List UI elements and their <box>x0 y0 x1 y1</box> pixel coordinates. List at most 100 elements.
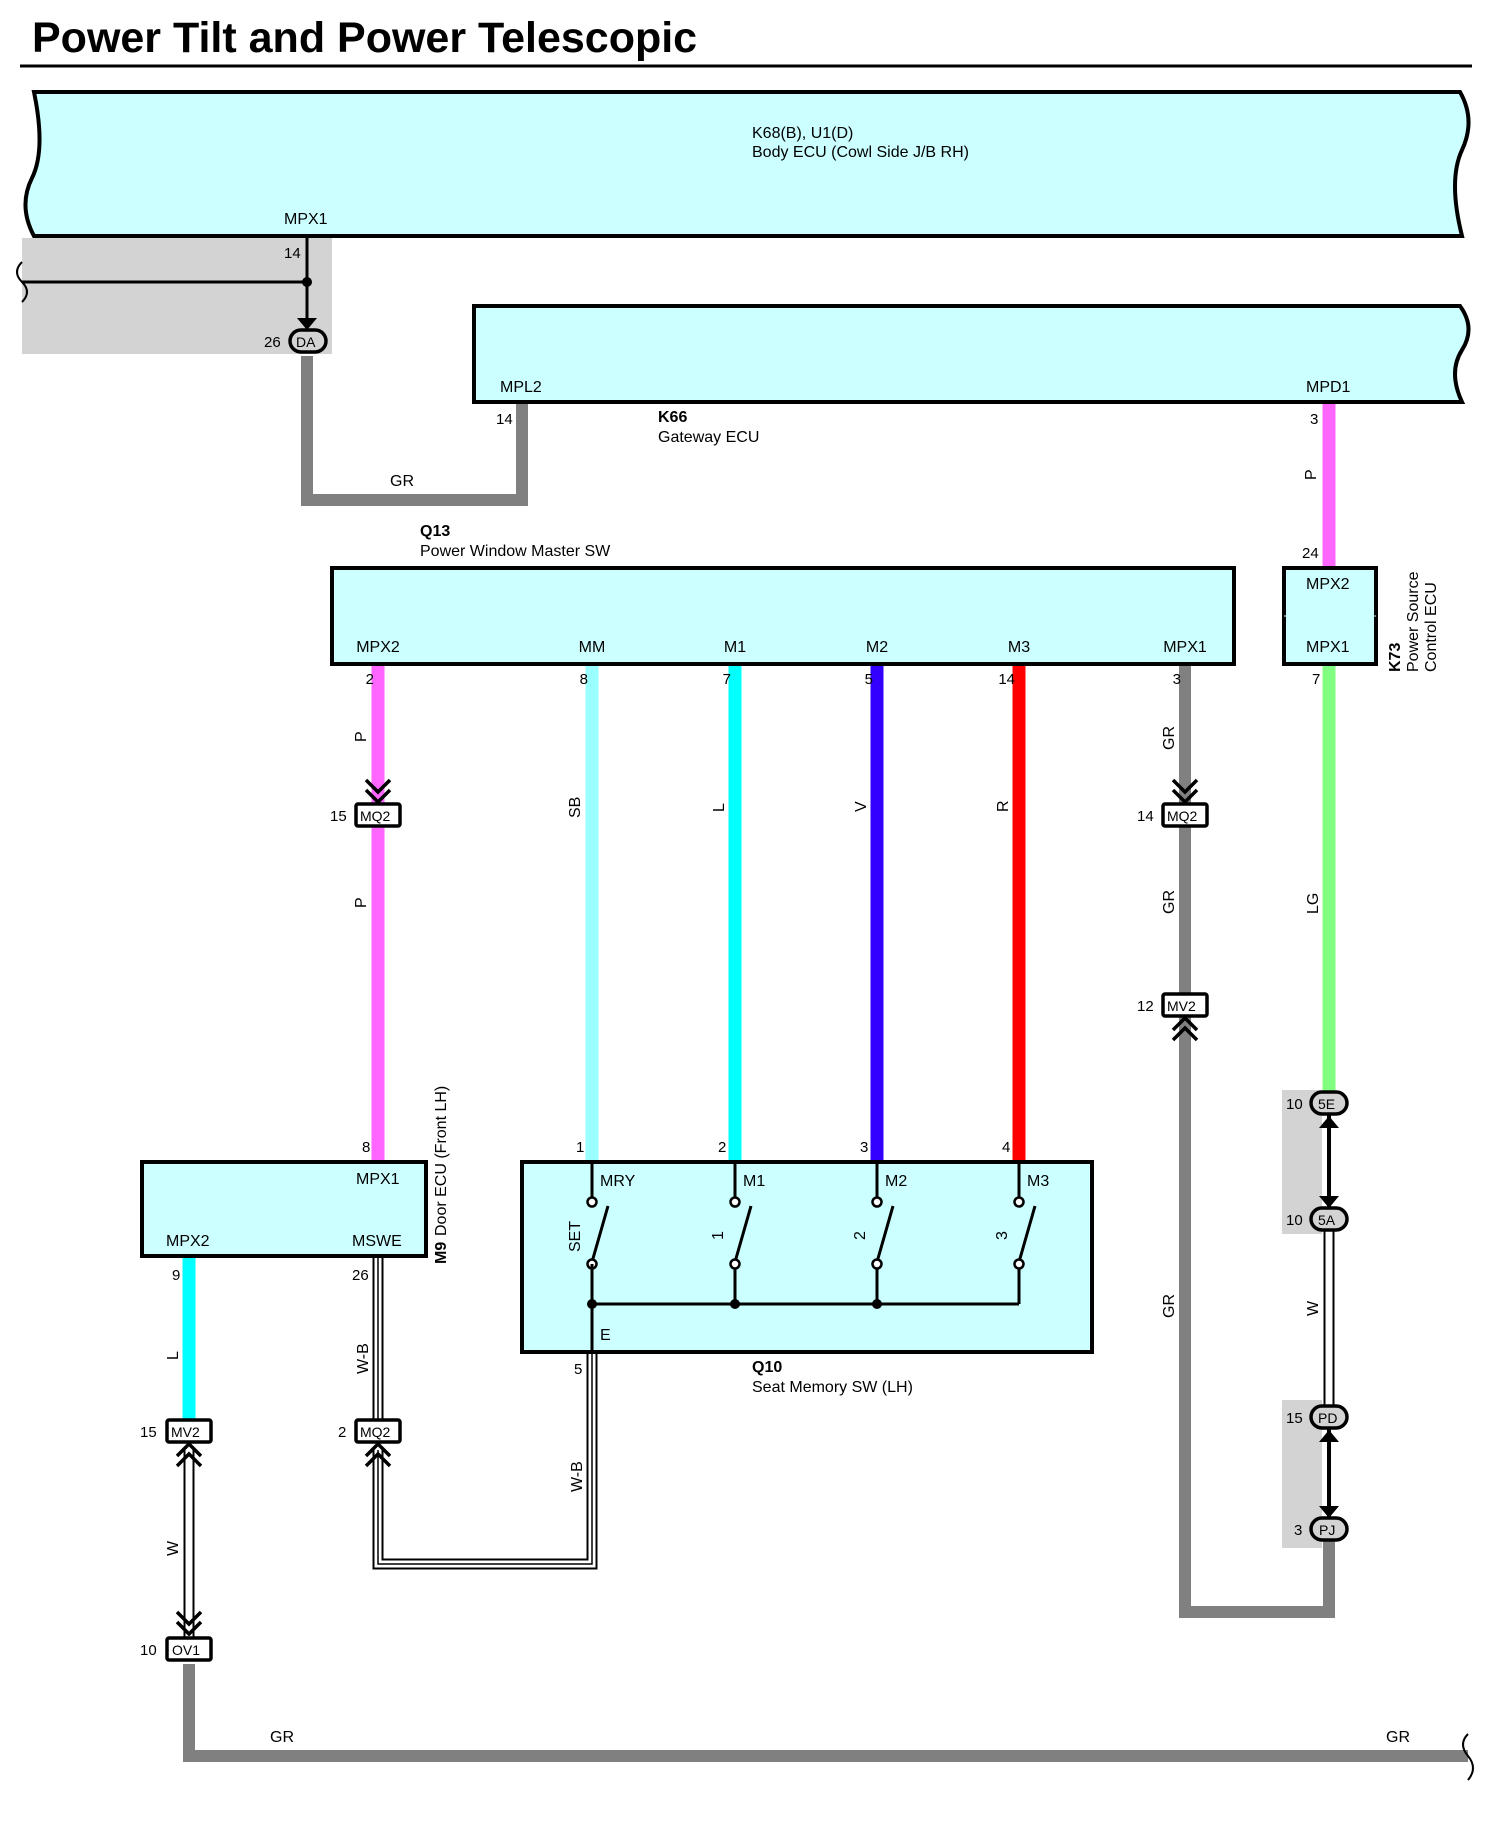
svg-text:OV1: OV1 <box>172 1642 200 1658</box>
svg-text:MV2: MV2 <box>171 1424 200 1440</box>
q10-contact-top-0 <box>586 1196 598 1208</box>
connector-ov1: OV1 10 <box>140 1610 213 1662</box>
k73-name-2: Control ECU <box>1423 582 1440 672</box>
svg-text:12: 12 <box>1137 998 1154 1015</box>
svg-text:2: 2 <box>338 1424 346 1441</box>
q10-pin-no-2: 2 <box>718 1139 726 1156</box>
q10-switch-label-3: 3 <box>994 1231 1011 1240</box>
body-ecu-pin-label: MPX1 <box>284 211 328 228</box>
k73-pin-bottom-no: 7 <box>1312 671 1320 688</box>
svg-text:5A: 5A <box>1318 1212 1336 1228</box>
wire-label-sb: SB <box>567 797 584 818</box>
q10-switch-blade-3 <box>1017 1205 1037 1263</box>
gateway-pin-mpl2: MPL2 <box>500 379 542 396</box>
connector-mv2-gr: MV2 12 <box>1137 992 1209 1042</box>
q13-pin-no-1: 8 <box>580 671 588 688</box>
page-title: Power Tilt and Power Telescopic <box>32 14 697 62</box>
q10-pin-label-3: M3 <box>1027 1173 1049 1190</box>
svg-text:PD: PD <box>1318 1410 1337 1426</box>
splice-point <box>302 277 312 287</box>
svg-text:15: 15 <box>330 808 347 825</box>
body-ecu-pin-no: 14 <box>284 245 301 262</box>
q13-pin-label-2: M1 <box>724 639 746 656</box>
q10-switch-blade-2 <box>875 1205 895 1263</box>
wire-label-v: V <box>853 801 870 812</box>
q10-pin-no-4: 4 <box>1002 1139 1010 1156</box>
connector-mv2-l: MV2 15 <box>140 1418 213 1468</box>
k73-pin-top: MPX2 <box>1306 576 1350 593</box>
q10-contact-top-3 <box>1013 1196 1025 1208</box>
m9-name: Door ECU (Front LH) <box>433 1086 450 1236</box>
body-ecu-box <box>23 90 1471 238</box>
wire-label-gr-1: GR <box>1161 726 1178 750</box>
m9-pin-mpx1: MPX1 <box>356 1171 400 1188</box>
wire-label-r: R <box>995 800 1012 812</box>
wire-label-p-2: P <box>353 897 370 908</box>
connector-5e: 5E 10 <box>1286 1090 1349 1128</box>
svg-text:PJ: PJ <box>1319 1522 1335 1538</box>
wire-label-l: L <box>711 803 728 812</box>
svg-text:10: 10 <box>1286 1096 1303 1113</box>
connector-mq2-p: MQ2 15 <box>330 778 402 828</box>
k73-label-group: K73 Power Source Control ECU <box>1387 571 1440 672</box>
wire-label-w-left: W <box>165 1540 182 1556</box>
svg-text:3: 3 <box>1294 1522 1302 1539</box>
q10-switch-label-1: 1 <box>710 1231 727 1240</box>
m9-pin-mswe-no: 26 <box>352 1267 369 1284</box>
q10-pin-label-2: M2 <box>885 1173 907 1190</box>
q10-contact-bottom-3 <box>1013 1258 1025 1270</box>
gateway-pin-mpd1: MPD1 <box>1306 379 1351 396</box>
q13-pin-no-3: 5 <box>865 671 873 688</box>
m9-pin-mswe: MSWE <box>352 1233 402 1250</box>
break-mark-right <box>1462 1733 1474 1781</box>
wire-label-wb-1: W-B <box>355 1343 372 1374</box>
wire-label-gr-top: GR <box>390 473 414 490</box>
wire-labels: GR P P P SB L V R GR GR GR LG W L W W-B … <box>165 469 1410 1746</box>
wire-wb-q10-outline <box>372 1350 598 1570</box>
wire-label-l-m9: L <box>165 1351 182 1360</box>
gateway-code: K66 <box>658 409 687 426</box>
q10-ground-no: 5 <box>574 1361 582 1378</box>
q10-contact-top-1 <box>729 1196 741 1208</box>
wire-label-wb-2: W-B <box>569 1461 586 1492</box>
svg-text:DA: DA <box>296 334 316 350</box>
svg-text:10: 10 <box>1286 1212 1303 1229</box>
wire-gr-ov1-ground <box>183 1664 1468 1762</box>
wire-label-p-1: P <box>353 731 370 742</box>
q10-pin-no-1: 1 <box>576 1139 584 1156</box>
m9-pin-mpx1-no: 8 <box>362 1139 370 1156</box>
wire-label-gr-bottom-left: GR <box>270 1729 294 1746</box>
q13-pin-no-0: 2 <box>366 671 374 688</box>
q13-pin-label-3: M2 <box>866 639 888 656</box>
m9-code: M9 <box>433 1242 450 1264</box>
wire-gr-mv2-pj <box>1179 1030 1335 1618</box>
wire-label-p-gateway: P <box>1303 469 1320 480</box>
q10-code: Q10 <box>752 1359 782 1376</box>
shaded-junction-area <box>22 238 332 354</box>
break-mark-left <box>16 261 28 303</box>
gateway-name: Gateway ECU <box>658 429 759 446</box>
q13-pin-label-4: M3 <box>1008 639 1030 656</box>
k73-name-1: Power Source <box>1405 571 1422 672</box>
q13-box <box>330 566 1236 666</box>
k73-pin-bottom: MPX1 <box>1306 639 1350 656</box>
q10-switch-blade-0 <box>590 1205 610 1263</box>
wire-label-gr-2: GR <box>1161 890 1178 914</box>
connector-mq2-wb: MQ2 2 <box>338 1418 402 1468</box>
wire-label-w-right: W <box>1305 1300 1322 1316</box>
q10-switch-label-2: 2 <box>852 1231 869 1240</box>
svg-text:14: 14 <box>1137 808 1154 825</box>
m9-pin-mpx2: MPX2 <box>166 1233 210 1250</box>
connector-mq2-gr: MQ2 14 <box>1137 778 1209 828</box>
svg-text:MQ2: MQ2 <box>360 1424 391 1440</box>
q10-name: Seat Memory SW (LH) <box>752 1379 913 1396</box>
q10-switch-blade-1 <box>733 1205 753 1263</box>
q13-name: Power Window Master SW <box>420 543 611 560</box>
q13-pin-no-2: 7 <box>723 671 731 688</box>
wire-gr-da-gateway <box>301 356 528 506</box>
wire-wb-q10 <box>374 1350 596 1568</box>
wire-label-gr-bottom-right: GR <box>1386 1729 1410 1746</box>
svg-text:26: 26 <box>264 334 281 351</box>
svg-text:MQ2: MQ2 <box>360 808 391 824</box>
